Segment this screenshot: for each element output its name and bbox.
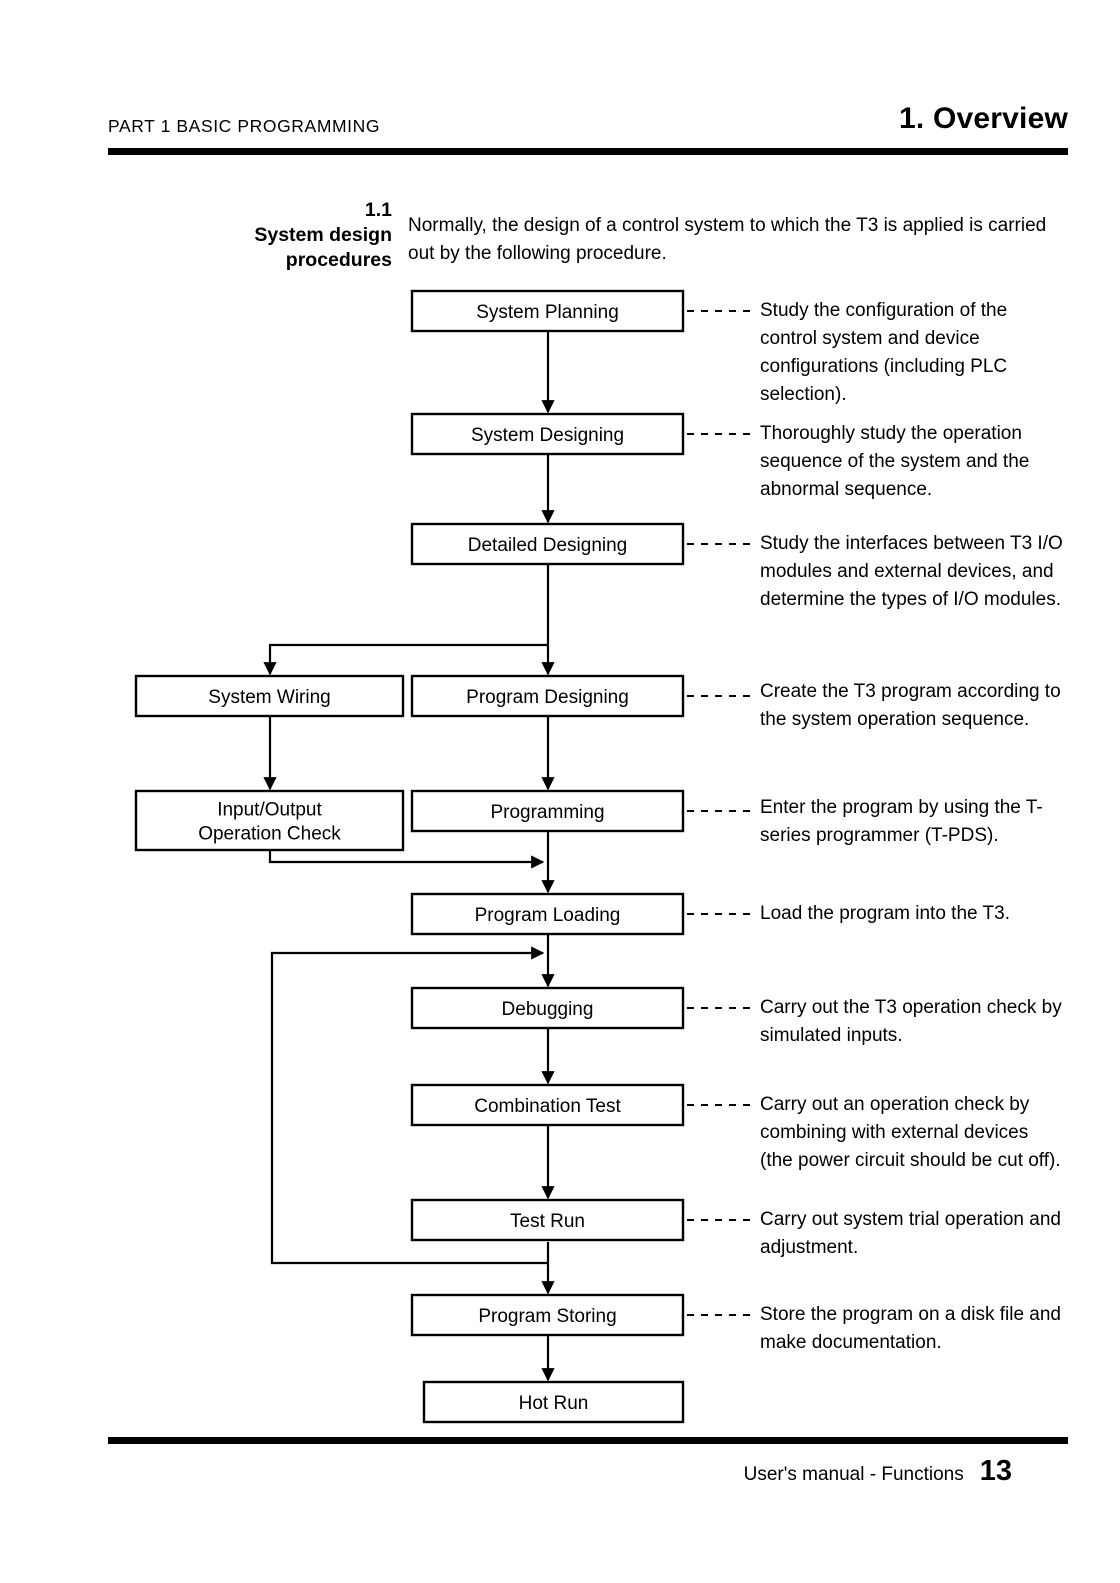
flow-note-system-planning: Study the configuration of the control s… bbox=[760, 300, 1008, 405]
connector-feedback-testrun-to-debugging bbox=[270, 946, 548, 1265]
header-divider bbox=[108, 148, 1068, 155]
flow-box-label: Combination Test bbox=[474, 1096, 621, 1117]
note-leader-program-storing bbox=[682, 1306, 752, 1324]
flow-box-outline bbox=[410, 789, 685, 833]
footer-page-number: 13 bbox=[979, 1455, 1012, 1487]
note-leader-program-designing bbox=[682, 687, 752, 705]
flow-note-program-storing: Store the program on a disk file and mak… bbox=[760, 1304, 1062, 1353]
flow-box-system-planning: System Planning bbox=[410, 289, 685, 333]
flow-note-program-designing: Create the T3 program according to the s… bbox=[760, 681, 1061, 730]
note-leader-debugging bbox=[682, 999, 752, 1017]
section-title-line2: procedures bbox=[285, 249, 392, 271]
note-leader-program-loading bbox=[682, 905, 752, 923]
flow-box-label: Input/Output bbox=[217, 800, 322, 821]
flow-box-outline bbox=[410, 674, 685, 718]
note-leader-system-planning bbox=[682, 302, 752, 320]
flow-box-label: Program Storing bbox=[478, 1306, 616, 1327]
note-leader-test-run bbox=[682, 1211, 752, 1229]
flow-box-system-wiring: System Wiring bbox=[134, 674, 405, 718]
flow-box-program-loading: Program Loading bbox=[410, 892, 685, 936]
section-title-line1: System design bbox=[254, 224, 392, 246]
flow-box-outline bbox=[410, 892, 685, 936]
flow-box-label: Detailed Designing bbox=[468, 535, 628, 556]
flow-box-label: Operation Check bbox=[198, 824, 341, 845]
flow-box-label: Test Run bbox=[510, 1211, 585, 1232]
flow-box-programming: Programming bbox=[410, 789, 685, 833]
note-leader-programming bbox=[682, 802, 752, 820]
connector-iocheck-join-loading bbox=[268, 850, 545, 869]
intro-paragraph: Normally, the design of a control system… bbox=[408, 215, 1047, 264]
flow-box-outline bbox=[422, 1380, 685, 1424]
flow-box-outline bbox=[410, 522, 685, 566]
flow-box-label: System Wiring bbox=[208, 687, 330, 708]
flow-note-debugging: Carry out the T3 operation check by simu… bbox=[760, 997, 1062, 1046]
flow-box-hot-run: Hot Run bbox=[422, 1380, 685, 1424]
flow-box-outline bbox=[410, 289, 685, 333]
section-number: 1.1 bbox=[364, 199, 392, 221]
flow-note-program-loading: Load the program into the T3. bbox=[760, 903, 1010, 924]
section-heading: 1.1 System design procedures bbox=[192, 198, 392, 273]
flow-connectors bbox=[263, 331, 555, 1382]
note-leader-system-designing bbox=[682, 425, 752, 443]
footer-divider bbox=[108, 1437, 1068, 1444]
flow-box-program-designing: Program Designing bbox=[410, 674, 685, 718]
flow-box-debugging: Debugging bbox=[410, 986, 685, 1030]
flow-note-leaders bbox=[682, 302, 752, 1324]
page-footer: User's manual - Functions 13 bbox=[744, 1455, 1012, 1488]
flow-box-outline bbox=[134, 674, 405, 718]
flow-note-detailed-designing: Study the interfaces between T3 I/O modu… bbox=[760, 533, 1063, 610]
flow-box-label: Program Loading bbox=[475, 905, 621, 926]
flow-box-label: System Designing bbox=[471, 425, 624, 446]
flow-box-detailed-designing: Detailed Designing bbox=[410, 522, 685, 566]
chapter-title: 1. Overview bbox=[899, 102, 1068, 135]
flow-note-system-designing: Thoroughly study the operation sequence … bbox=[760, 423, 1030, 500]
flow-note-combination-test: Carry out an operation check by combinin… bbox=[760, 1094, 1061, 1171]
flow-box-system-designing: System Designing bbox=[410, 412, 685, 456]
flow-box-label: Hot Run bbox=[519, 1393, 589, 1414]
flow-box-combination-test: Combination Test bbox=[410, 1083, 685, 1127]
flow-box-outline bbox=[410, 412, 685, 456]
flow-box-outline bbox=[410, 1198, 685, 1242]
note-leader-detailed-designing bbox=[682, 535, 752, 553]
page-header: PART 1 BASIC PROGRAMMING 1. Overview bbox=[108, 102, 1068, 160]
flow-box-outline bbox=[410, 1083, 685, 1127]
flow-box-label: System Planning bbox=[476, 302, 619, 323]
footer-manual-title: User's manual - Functions bbox=[743, 1464, 964, 1485]
flow-box-test-run: Test Run bbox=[410, 1198, 685, 1242]
flow-box-outline bbox=[410, 1293, 685, 1337]
flow-box-label: Debugging bbox=[502, 999, 594, 1020]
flow-box-program-storing: Program Storing bbox=[410, 1293, 685, 1337]
flow-note-test-run: Carry out system trial operation and adj… bbox=[760, 1209, 1061, 1258]
part-label: PART 1 BASIC PROGRAMMING bbox=[108, 116, 381, 136]
flow-box-outline bbox=[410, 986, 685, 1030]
connector-branch-to-left bbox=[263, 643, 548, 676]
flow-box-label: Programming bbox=[490, 802, 604, 823]
flow-box-outline bbox=[134, 789, 405, 852]
flow-note-programming: Enter the program by using the T-series … bbox=[760, 797, 1043, 846]
flow-box-label: Program Designing bbox=[466, 687, 629, 708]
note-leader-combination-test bbox=[682, 1096, 752, 1114]
